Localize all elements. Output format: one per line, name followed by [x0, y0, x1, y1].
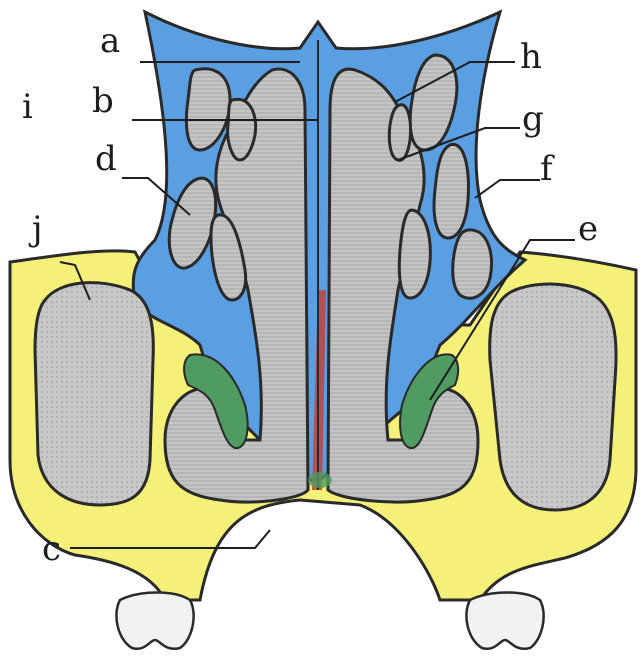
right-maxillary-sinus [490, 284, 616, 510]
left-tooth [116, 593, 193, 649]
label-c: c [42, 529, 61, 569]
right-ethmoid-cell-f-upper [434, 144, 468, 238]
label-h: h [520, 37, 542, 77]
leader-line-f [475, 180, 540, 198]
label-g: g [522, 99, 544, 139]
right-ethmoid-cell-f-lower [453, 230, 492, 298]
label-f: f [540, 149, 555, 189]
left-maxillary-sinus [35, 283, 153, 505]
right-ethmoid-cell-g [389, 105, 410, 160]
label-d: d [95, 139, 117, 179]
septum-base-green-spot [308, 472, 332, 488]
label-e: e [578, 209, 598, 249]
right-ethmoid-cell-long [399, 210, 430, 298]
left-ethmoid-cell-mid [228, 99, 256, 160]
label-i: i [22, 87, 33, 127]
label-a: a [100, 21, 120, 61]
right-tooth [466, 593, 543, 649]
label-b: b [92, 81, 114, 121]
label-j: j [28, 209, 43, 249]
